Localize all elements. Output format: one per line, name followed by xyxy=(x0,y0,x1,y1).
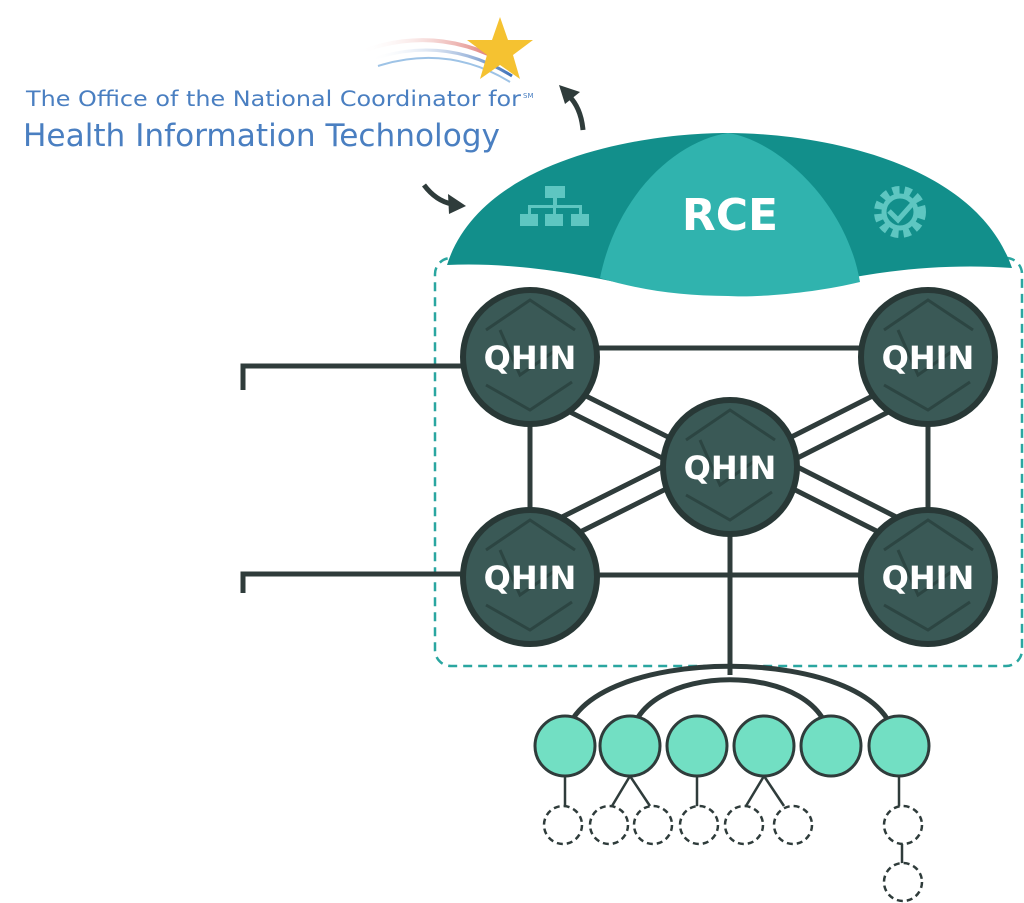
org-chart-icon xyxy=(520,186,589,226)
sub-participants xyxy=(542,804,924,903)
participants xyxy=(533,714,931,778)
sub-participant-node xyxy=(723,804,765,846)
qhin-label: QHIN xyxy=(882,339,975,377)
sub-participant-node xyxy=(632,804,674,846)
sub-participant-node xyxy=(678,804,720,846)
rce-umbrella: RCE xyxy=(447,133,1012,297)
participant-node xyxy=(867,714,931,778)
gear-check-icon xyxy=(874,186,926,238)
arrowhead-right xyxy=(448,194,466,214)
participant-node xyxy=(533,714,597,778)
star-icon xyxy=(467,17,533,79)
logo-line2: Health Information Technology xyxy=(23,118,500,154)
qhin-label: QHIN xyxy=(484,559,577,597)
arrow-up-icon xyxy=(567,94,586,131)
participant-node xyxy=(665,714,729,778)
qhin-node-bottom-left: QHIN xyxy=(460,507,600,647)
qhin-label: QHIN xyxy=(684,449,777,487)
cycle-arrows xyxy=(422,85,586,214)
qhin-label: QHIN xyxy=(882,559,975,597)
sub-participant-node xyxy=(588,804,630,846)
onc-logo: SM The Office of the National Coordinato… xyxy=(23,17,533,154)
sub-participant-node xyxy=(772,804,814,846)
sub-participant-node xyxy=(882,861,924,903)
participant-node xyxy=(732,714,796,778)
umbrella-center-panel xyxy=(600,133,860,297)
qhin-node-top-left: QHIN xyxy=(460,287,600,427)
rce-label: RCE xyxy=(682,190,778,241)
qhin-node-top-right: QHIN xyxy=(858,287,998,427)
sub-participant-connectors xyxy=(563,775,904,866)
sub-participant-node xyxy=(882,804,924,846)
arrowhead-up xyxy=(559,85,580,104)
qhin-node-center: QHIN xyxy=(660,397,800,537)
qhin-label: QHIN xyxy=(484,339,577,377)
arrow-right-icon xyxy=(422,183,453,207)
participant-node xyxy=(799,714,863,778)
qhin-node-bottom-right: QHIN xyxy=(858,507,998,647)
logo-swoosh-light xyxy=(377,57,511,83)
sub-participant-node xyxy=(542,804,584,846)
logo-trademark: SM xyxy=(523,92,533,100)
qhin-nodes: QHIN QHIN QHIN QHIN QHIN xyxy=(460,287,998,647)
logo-line1: The Office of the National Coordinator f… xyxy=(25,87,522,111)
participant-node xyxy=(598,714,662,778)
